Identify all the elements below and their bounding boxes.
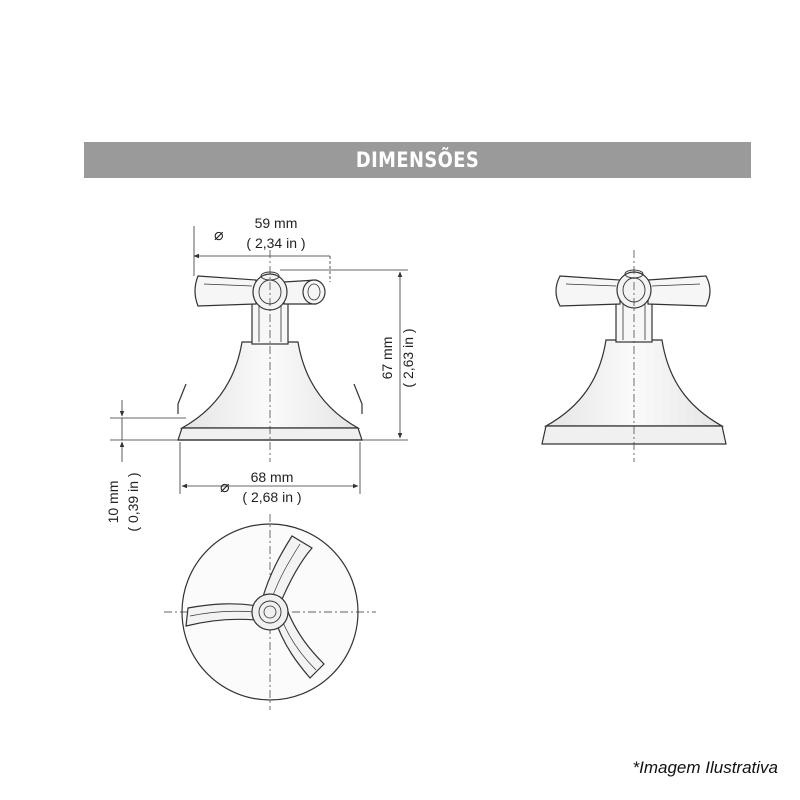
- dim-handle-width: [193, 226, 331, 282]
- dim-total-height-imperial: ( 2,63 in ): [400, 328, 416, 387]
- section-banner: DIMENSÕES: [84, 142, 751, 178]
- dim-base-height-imperial: ( 0,39 in ): [125, 472, 141, 531]
- top-arm-upper: [261, 535, 313, 605]
- side-lever-right: [647, 275, 711, 307]
- front-wall-plate-right: [353, 383, 363, 414]
- side-lever-left: [555, 275, 621, 307]
- dim-base-diameter: [179, 442, 361, 494]
- side-base-rim: [541, 425, 727, 445]
- top-view: [164, 514, 376, 710]
- front-wall-plate-left: [177, 383, 187, 414]
- top-arm-left: [185, 603, 259, 627]
- top-hub: [251, 593, 289, 631]
- side-view: [541, 250, 727, 462]
- dim-base-diameter-metric: 68 mm: [251, 469, 294, 485]
- dim-handle-width-imperial: ( 2,34 in ): [246, 235, 305, 251]
- dim-handle-width-symbol: ⌀: [214, 227, 224, 244]
- dim-base-height-metric: 10 mm: [105, 481, 121, 524]
- top-arm-lower: [275, 611, 325, 679]
- front-lever-right-end: [302, 279, 326, 305]
- dim-total-height: [280, 269, 408, 441]
- section-title: DIMENSÕES: [355, 148, 480, 172]
- illustrative-note: *Imagem Ilustrativa: [632, 758, 779, 777]
- dim-base-diameter-imperial: ( 2,68 in ): [242, 489, 301, 505]
- dim-base-diameter-symbol: ⌀: [220, 479, 230, 496]
- dim-handle-width-metric: 59 mm: [255, 215, 298, 231]
- dim-total-height-metric: 67 mm: [379, 337, 395, 380]
- front-view: [177, 250, 363, 462]
- front-lever-left: [194, 275, 257, 307]
- dim-base-height: [110, 400, 186, 462]
